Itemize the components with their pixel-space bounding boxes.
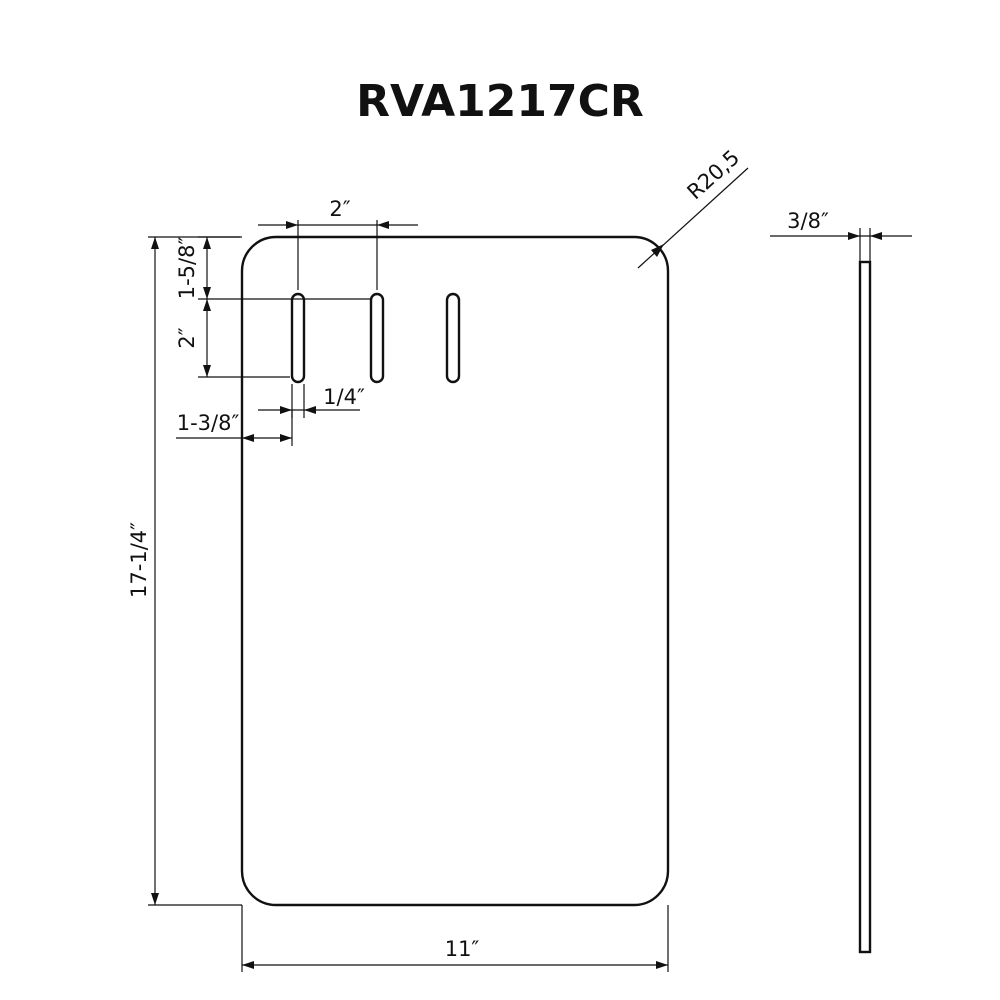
slot-2 <box>369 292 385 384</box>
slot-spacing-dimension: 2″ <box>258 197 418 290</box>
height-dimension: 17-1/4″ <box>127 236 242 906</box>
thickness-dimension: 3/8″ <box>770 209 912 262</box>
radius-dimension: R20,5 <box>637 145 749 269</box>
side-profile <box>858 260 872 954</box>
width-dimension: 11″ <box>241 905 669 972</box>
product-title: RVA1217CR <box>356 76 644 127</box>
slot-3 <box>445 292 461 384</box>
slot-width-dimension: 1/4″ <box>258 384 365 418</box>
board-outline <box>240 235 670 907</box>
left-offset-label: 1-3/8″ <box>177 411 240 435</box>
slot-length-label: 2″ <box>175 327 199 348</box>
top-offset-dimension: 1-5/8″ <box>175 236 372 300</box>
slot-1 <box>290 292 306 384</box>
slot-length-dimension: 2″ <box>175 299 290 378</box>
width-label: 11″ <box>445 937 480 961</box>
top-offset-label: 1-5/8″ <box>175 237 199 300</box>
height-label: 17-1/4″ <box>127 522 151 598</box>
slot-width-label: 1/4″ <box>323 385 365 409</box>
slot-spacing-label: 2″ <box>329 197 350 221</box>
thickness-label: 3/8″ <box>787 209 829 233</box>
radius-label: R20,5 <box>682 145 744 204</box>
left-offset-dimension: 1-3/8″ <box>176 410 293 446</box>
